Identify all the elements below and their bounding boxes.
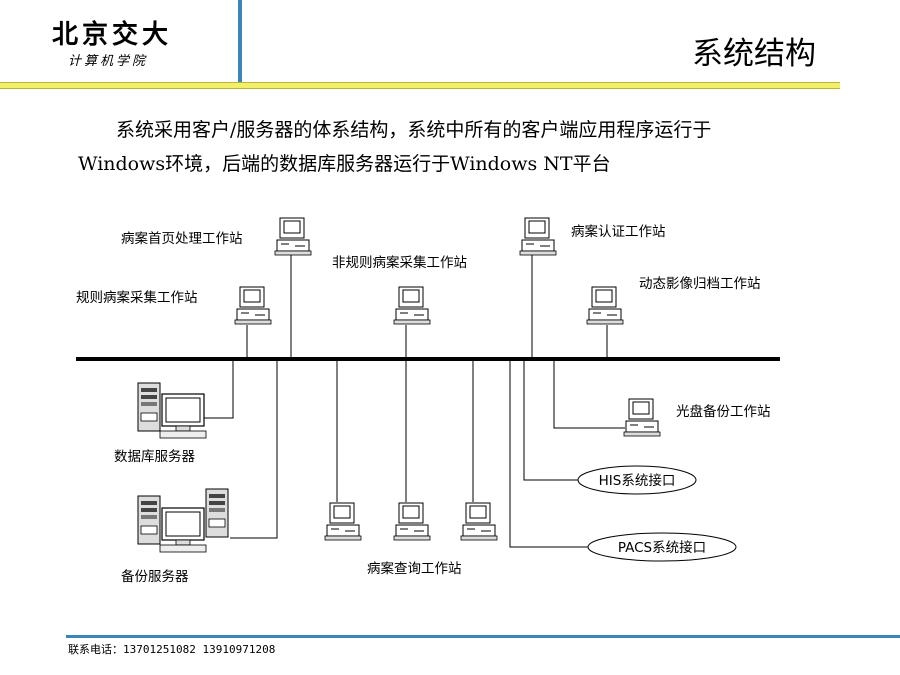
workstation-icon xyxy=(274,217,312,256)
workstation-icon xyxy=(519,217,557,256)
workstation-label: 病案认证工作站 xyxy=(571,223,666,240)
interface-label: HIS系统接口 xyxy=(599,472,676,489)
his-interface-ellipse xyxy=(577,465,697,495)
footer-phones: 13701251082 13910971208 xyxy=(123,643,276,656)
workstation-icon xyxy=(393,502,431,541)
backup-server-icon xyxy=(137,488,229,553)
workstation-label: 动态影像归档工作站 xyxy=(639,275,761,292)
database-server-icon xyxy=(137,382,207,439)
server-label: 数据库服务器 xyxy=(114,449,195,465)
page-title: 系统结构 xyxy=(692,36,816,72)
pacs-interface-ellipse xyxy=(587,532,737,562)
workstation-label: 病案首页处理工作站 xyxy=(121,230,243,247)
interface-label: PACS系统接口 xyxy=(618,539,706,556)
logo-main: 北京交大 xyxy=(52,20,173,50)
workstation-icon xyxy=(586,286,624,325)
logo-sub: 计算机学院 xyxy=(68,54,149,69)
workstation-icon xyxy=(460,502,498,541)
footer: 联系电话：13701251082 13910971208 xyxy=(68,641,275,657)
connection-lines xyxy=(204,255,625,548)
footer-label: 联系电话： xyxy=(68,643,123,656)
header-divider-horizontal xyxy=(0,82,840,89)
workstation-label: 非规则病案采集工作站 xyxy=(332,254,467,271)
workstation-label: 规则病案采集工作站 xyxy=(76,289,198,306)
footer-divider xyxy=(66,635,900,638)
workstation-label: 光盘备份工作站 xyxy=(676,403,771,420)
intro-paragraph: 系统采用客户/服务器的体系结构，系统中所有的客户端应用程序运行于Windows环… xyxy=(78,119,712,175)
header-divider-vertical xyxy=(238,0,242,82)
workstation-label: 病案查询工作站 xyxy=(367,560,462,577)
workstation-icon xyxy=(234,286,272,325)
workstation-icon xyxy=(623,398,661,437)
workstation-icon xyxy=(393,286,431,325)
workstation-icon xyxy=(324,502,362,541)
server-label: 备份服务器 xyxy=(121,568,189,585)
